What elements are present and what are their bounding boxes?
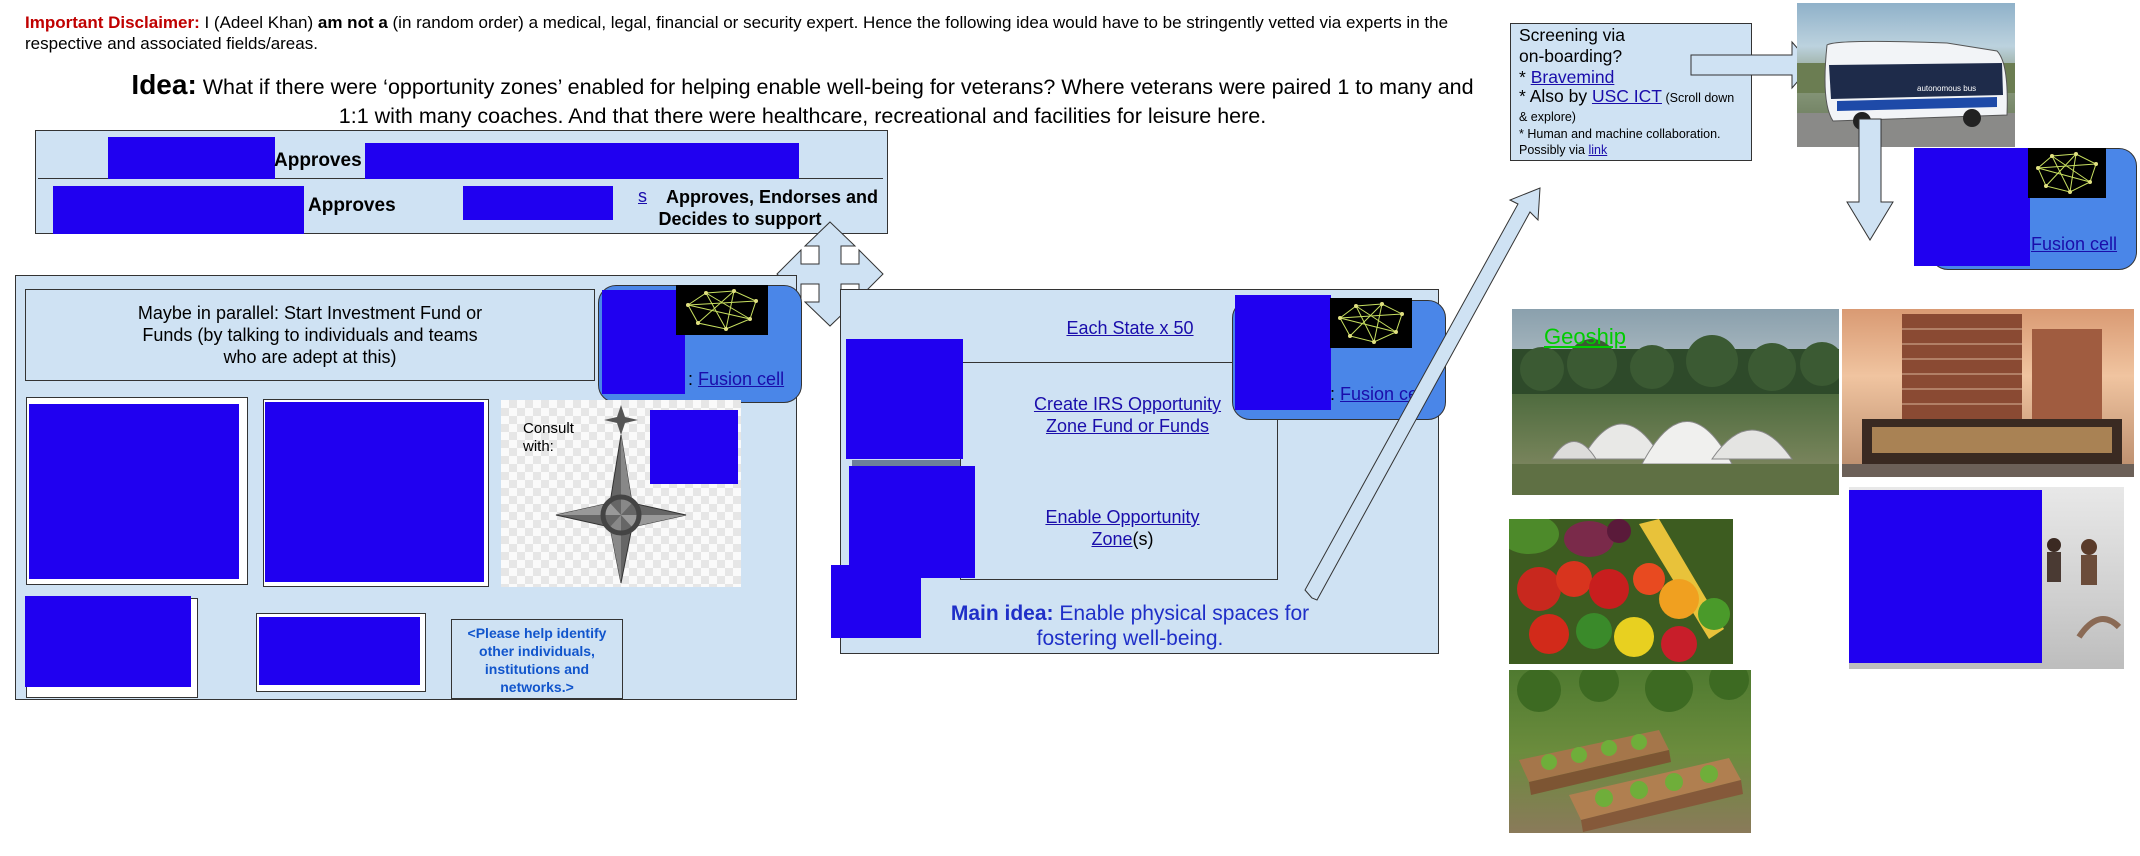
compass-star-icon — [555, 405, 687, 584]
fusion-cell-link[interactable]: Fusion cell — [1340, 384, 1427, 404]
redacted-block — [53, 186, 304, 234]
fusion-cell-prefix: : — [1330, 384, 1336, 404]
disclaimer-text-2: (in random order) a medical, legal, fina… — [25, 13, 1449, 53]
approves-label-1: Approves — [274, 150, 362, 171]
geoship-photo: Geoship — [1512, 309, 1839, 495]
redacted-block — [846, 339, 963, 459]
each-state-link[interactable]: Each State x 50 — [1066, 318, 1194, 338]
consult-label: Consult with: — [523, 420, 574, 455]
irs-line-1[interactable]: Create IRS Opportunity — [1033, 394, 1222, 414]
autonomous-bus-photo: autonomous bus — [1797, 3, 2015, 147]
possibly-prefix: Possibly via — [1519, 143, 1589, 157]
redacted-block — [650, 410, 738, 484]
redacted-block — [849, 466, 975, 578]
fusion-cell-prefix: : — [688, 369, 694, 389]
disclaimer-emphasis: am not a — [317, 13, 388, 32]
help-identify-text: <Please help identify other individuals,… — [467, 625, 607, 695]
redacted-block — [1235, 295, 1331, 410]
fusion-cell-link[interactable]: Fusion cell — [698, 369, 785, 389]
network-logo-icon — [676, 285, 768, 335]
photo-strip — [852, 460, 960, 466]
redacted-block — [602, 290, 685, 394]
investment-fund-text: Maybe in parallel: Start Investment Fund… — [137, 303, 483, 367]
usc-scroll-note: (Scroll down & explore) — [1519, 91, 1735, 124]
disclaimer: Important Disclaimer: I (Adeel Khan) am … — [25, 12, 1475, 54]
network-logo-icon — [1330, 298, 1412, 348]
redacted-block — [365, 143, 799, 179]
enable-zone-suffix: (s) — [1132, 529, 1154, 549]
help-identify-box: <Please help identify other individuals,… — [451, 619, 623, 699]
usc-ict-link[interactable]: USC ICT — [1591, 86, 1662, 106]
bullet-prefix: * — [1519, 67, 1531, 87]
redacted-block — [1849, 490, 2042, 663]
disclaimer-label: Important Disclaimer: — [25, 13, 200, 32]
fusion-cell-label-center: : Fusion cell — [1330, 384, 1426, 405]
redacted-block — [1914, 148, 2030, 266]
down-arrow-icon — [1846, 118, 1894, 241]
bravemind-link[interactable]: Bravemind — [1530, 67, 1615, 87]
garden-beds-photo — [1509, 670, 1751, 833]
irs-line-2[interactable]: Zone Fund or Funds — [1045, 416, 1210, 436]
irs-fund-link[interactable]: Create IRS Opportunity Zone Fund or Fund… — [1000, 393, 1255, 437]
redacted-block — [265, 402, 484, 582]
redacted-block — [259, 617, 420, 685]
diagonal-arrow-icon — [1304, 187, 1541, 601]
four-way-arrow-icon — [776, 221, 884, 327]
approves-label-2: Approves — [308, 195, 396, 216]
redacted-block — [29, 404, 239, 579]
approves-fragment-link[interactable]: s — [638, 186, 647, 206]
idea-text: What if there were ‘opportunity zones’ e… — [196, 75, 1474, 128]
screening-box — [1510, 23, 1752, 161]
investment-fund-box: Maybe in parallel: Start Investment Fund… — [25, 289, 595, 381]
fusion-cell-link-right[interactable]: Fusion cell — [2031, 234, 2118, 254]
idea-label: Idea: — [131, 69, 197, 100]
enable-zone-word[interactable]: Zone — [1091, 529, 1133, 549]
usc-prefix: * Also by — [1519, 86, 1592, 106]
main-idea-label: Main idea: — [950, 602, 1054, 625]
enable-line-1[interactable]: Enable Opportunity — [1045, 507, 1200, 527]
screening-line-1: Screening via — [1519, 25, 1626, 45]
redacted-block — [108, 137, 275, 179]
main-idea-text: Enable physical spaces for fostering wel… — [1036, 602, 1310, 650]
bus-text: autonomous bus — [1917, 84, 1976, 93]
network-logo-icon — [2028, 148, 2106, 198]
possibly-link[interactable]: link — [1588, 143, 1608, 157]
fusion-cell-label-left: : Fusion cell — [688, 369, 784, 390]
redacted-block — [463, 186, 613, 220]
redacted-block — [831, 565, 921, 638]
geoship-link[interactable]: Geoship — [1544, 324, 1626, 349]
screening-line-2: on-boarding? — [1519, 46, 1623, 66]
approves-endorses-label: Approves, Endorses and Decides to suppor… — [658, 187, 879, 229]
screening-content: Screening via on-boarding? * Bravemind *… — [1519, 25, 1744, 158]
enable-zone-link[interactable]: Enable Opportunity Zone(s) — [1010, 506, 1235, 550]
redacted-block — [25, 596, 191, 687]
idea-statement: Idea: What if there were ‘opportunity zo… — [115, 70, 1490, 131]
human-machine-note: * Human and machine collaboration. — [1519, 127, 1721, 141]
disclaimer-text-1: I (Adeel Khan) — [199, 13, 318, 32]
main-idea: Main idea: Enable physical spaces for fo… — [930, 601, 1330, 651]
vegetables-photo — [1509, 519, 1733, 664]
building-photo — [1842, 309, 2134, 477]
